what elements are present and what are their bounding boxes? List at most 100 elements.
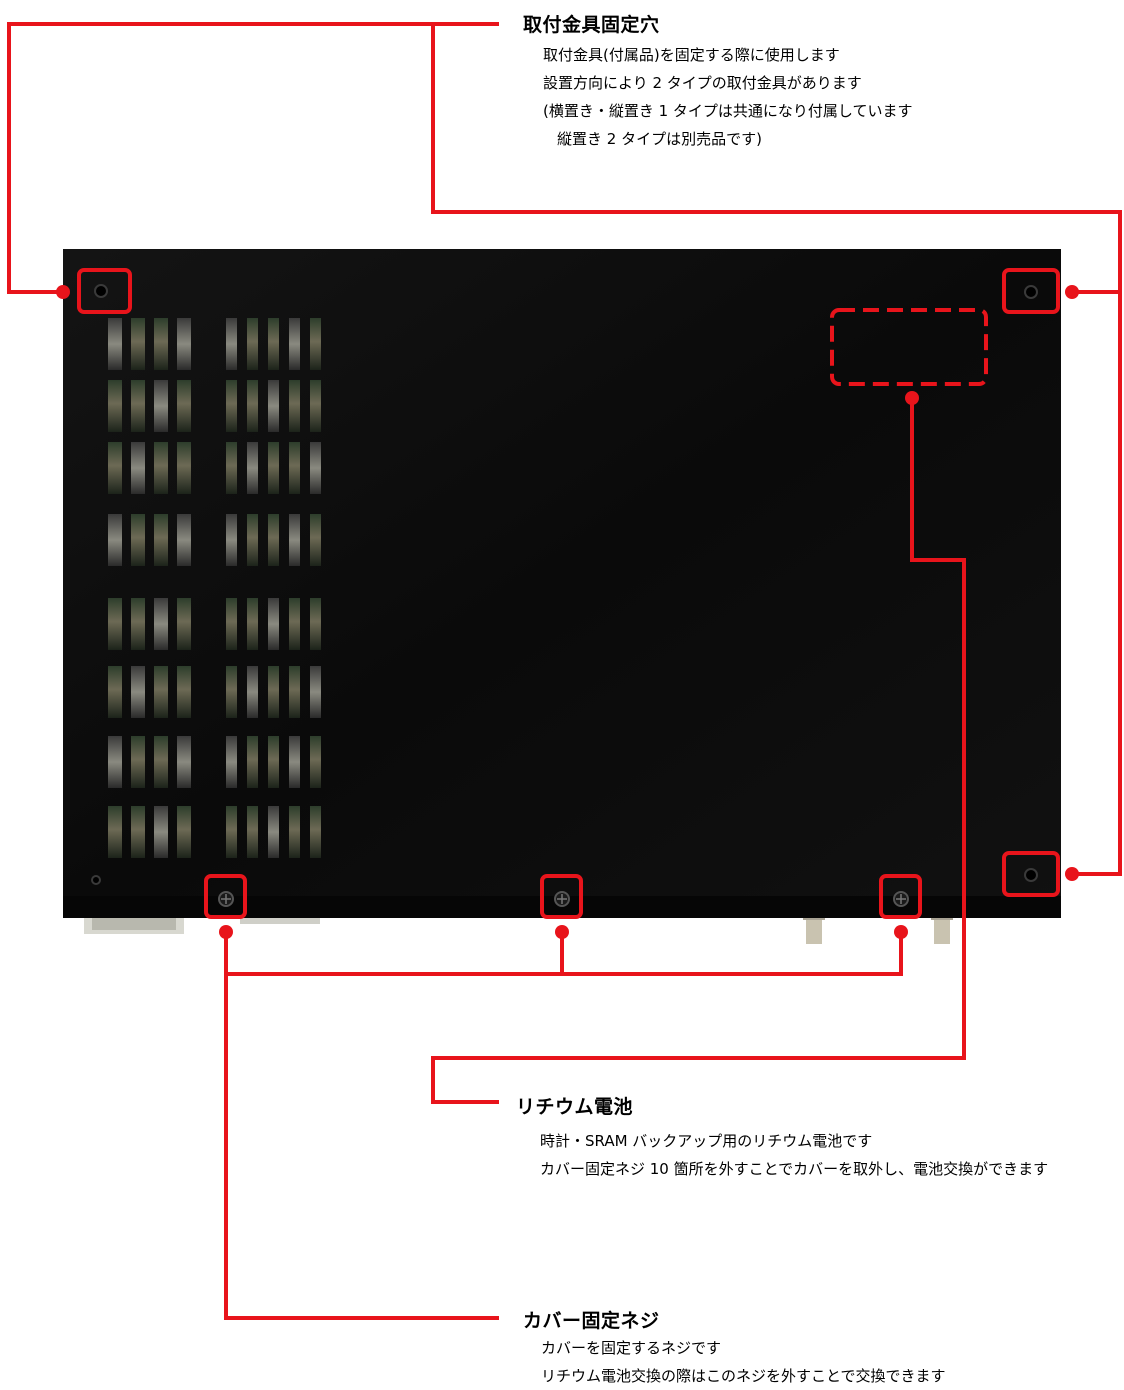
vent-slot	[154, 806, 168, 858]
battery-highlight	[830, 308, 988, 386]
vent-slot	[247, 380, 258, 432]
vent-slot	[247, 514, 258, 566]
vent-slot	[268, 380, 279, 432]
vent-slot	[226, 736, 237, 788]
vent-slot	[108, 806, 122, 858]
vent-slot	[310, 806, 321, 858]
vent-slot	[289, 318, 300, 370]
vent-slot	[289, 736, 300, 788]
vent-slot	[268, 736, 279, 788]
cover-screws-line-2: リチウム電池交換の際はこのネジを外すことで交換できます	[541, 1367, 946, 1385]
mount-holes-description: 取付金具(付属品)を固定する際に使用します 設置方向により 2 タイプの取付金具…	[543, 41, 912, 153]
vent-slot	[226, 514, 237, 566]
vent-slot	[177, 514, 191, 566]
screw-highlight-2	[540, 874, 583, 919]
vent-slot	[154, 442, 168, 494]
vent-slot	[154, 736, 168, 788]
mount-hole-highlight-bottom-right	[1002, 851, 1060, 897]
vent-slot	[310, 598, 321, 650]
device-body	[63, 249, 1061, 918]
mount-holes-line-3: (横置き・縦置き 1 タイプは共通になり付属しています	[543, 102, 913, 120]
vent-slot	[108, 666, 122, 718]
vent-slot	[289, 598, 300, 650]
vent-slot	[268, 598, 279, 650]
vent-slot	[131, 514, 145, 566]
vent-slot	[177, 318, 191, 370]
vent-slot	[131, 806, 145, 858]
mount-holes-line-4: 縦置き 2 タイプは別売品です)	[557, 130, 762, 148]
vent-slot	[226, 442, 237, 494]
mount-holes-leader	[7, 22, 1122, 876]
vent-slot	[268, 442, 279, 494]
mount-hole-bottom-left	[91, 875, 101, 885]
battery-line-1: 時計・SRAM バックアップ用のリチウム電池です	[540, 1132, 873, 1150]
vent-slot	[268, 318, 279, 370]
vent-slot	[177, 598, 191, 650]
vent-slot	[131, 442, 145, 494]
vent-slot	[154, 380, 168, 432]
mount-holes-title: 取付金具固定穴	[523, 14, 660, 36]
mount-hole-highlight-top-right	[1002, 268, 1060, 314]
vent-slot	[226, 318, 237, 370]
vent-slot	[226, 380, 237, 432]
mount-holes-line-1: 取付金具(付属品)を固定する際に使用します	[543, 46, 840, 64]
vent-slot	[289, 666, 300, 718]
vent-slot	[177, 442, 191, 494]
screw-highlight-1	[204, 874, 247, 919]
vent-slot	[226, 598, 237, 650]
vent-slot	[226, 806, 237, 858]
vent-slot	[154, 318, 168, 370]
mount-hole-top-right	[1024, 285, 1038, 299]
battery-title: リチウム電池	[516, 1096, 634, 1118]
vent-slot	[226, 666, 237, 718]
vent-slot	[247, 806, 258, 858]
vent-slot	[108, 380, 122, 432]
vent-slot	[289, 380, 300, 432]
vent-slot	[131, 598, 145, 650]
vent-slot	[247, 666, 258, 718]
callout-lines	[7, 22, 1122, 1320]
vent-slot	[131, 318, 145, 370]
vent-slot	[268, 666, 279, 718]
cover-screws-description: カバーを固定するネジです リチウム電池交換の際はこのネジを外すことで交換できます	[541, 1314, 946, 1390]
cover-screw-2	[554, 891, 570, 907]
vent-slot	[131, 666, 145, 718]
vent-slot	[247, 598, 258, 650]
vent-slot	[289, 514, 300, 566]
vent-slot	[131, 736, 145, 788]
battery-leader	[431, 398, 966, 1104]
vent-slot	[108, 514, 122, 566]
mount-hole-highlight-top-left	[77, 268, 132, 314]
vent-slot	[310, 514, 321, 566]
vent-slot	[247, 318, 258, 370]
cover-screw-leader	[224, 932, 903, 1320]
vent-slot	[310, 666, 321, 718]
vent-slot	[289, 442, 300, 494]
vent-slot	[177, 806, 191, 858]
cover-screw-1	[218, 891, 234, 907]
cover-screws-line-1: カバーを固定するネジです	[541, 1339, 722, 1357]
vent-slot	[310, 442, 321, 494]
vent-slot	[289, 806, 300, 858]
battery-line-2: カバー固定ネジ 10 箇所を外すことでカバーを取外し、電池交換ができます	[540, 1160, 1049, 1178]
vent-slot	[310, 318, 321, 370]
mount-hole-bottom-right	[1024, 868, 1038, 882]
vent-slot	[154, 514, 168, 566]
cover-screw-3	[893, 891, 909, 907]
callout-dots	[56, 285, 1079, 939]
vent-slot	[108, 442, 122, 494]
vent-slot	[247, 736, 258, 788]
battery-description: 時計・SRAM バックアップ用のリチウム電池です カバー固定ネジ 10 箇所を外…	[540, 1127, 1090, 1183]
mount-hole-top-left	[94, 284, 108, 298]
vent-slot	[268, 514, 279, 566]
mount-holes-line-2: 設置方向により 2 タイプの取付金具があります	[543, 74, 862, 92]
vent-slot	[154, 666, 168, 718]
vent-slot	[108, 598, 122, 650]
vent-slot	[268, 806, 279, 858]
vent-slot	[177, 380, 191, 432]
vent-slot	[247, 442, 258, 494]
screw-highlight-3	[879, 874, 922, 919]
cover-screws-title: カバー固定ネジ	[523, 1310, 660, 1332]
